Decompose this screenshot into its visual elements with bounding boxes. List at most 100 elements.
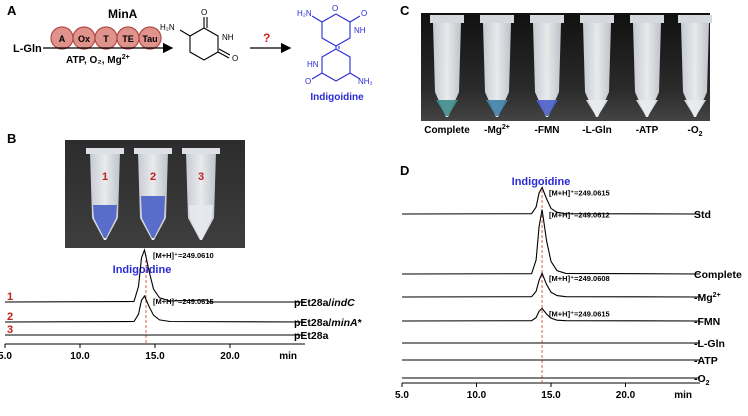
tube-cap	[480, 15, 514, 23]
x-tick-label: 15.0	[541, 390, 561, 401]
tube-label: 1	[102, 171, 108, 183]
trace-label-italic: minA	[331, 317, 357, 329]
panel-a: A MinA A Ox T TE Tau L-Gln ATP, O₂, Mg2+…	[7, 3, 373, 103]
trace-label: pEt28a/indC	[294, 297, 355, 309]
tube-liquid	[684, 100, 706, 116]
domain-label: TE	[122, 34, 134, 44]
trace-label: pEt28a	[294, 330, 329, 342]
trace-line	[401, 186, 701, 215]
panel-d-letter: D	[400, 163, 409, 178]
trace-label: -ATP	[694, 355, 718, 367]
tube-label: -Mg2+	[484, 124, 510, 136]
tube-label: Complete	[424, 125, 470, 136]
tube-label: -O2	[687, 125, 702, 138]
question-mark: ?	[263, 31, 270, 45]
trace-label-sup: 2+	[713, 292, 721, 299]
x-tick-label: 5.0	[395, 390, 409, 401]
tube-label: -ATP	[636, 125, 659, 136]
trace-label-text: pEt28a/	[294, 297, 331, 309]
trace-label: Std	[694, 209, 711, 221]
domain-label: Tau	[142, 34, 157, 44]
trace-label: pEt28a/minA*	[294, 317, 363, 329]
tube-body	[633, 23, 661, 117]
trace-label: -Mg2+	[694, 292, 721, 304]
tubes-photo-b: 1 2 3	[65, 140, 245, 248]
tube-body	[681, 23, 709, 117]
tube-liquid	[436, 100, 458, 116]
tube-cap	[530, 15, 564, 23]
trace-label-text: -Mg	[694, 292, 713, 304]
tube-c-1	[430, 15, 464, 117]
tube-label: 2	[150, 171, 156, 183]
tube-label-text: Complete	[424, 125, 470, 136]
tube-b-1	[86, 148, 124, 240]
indigoidine-structure	[311, 13, 361, 82]
tube-cap	[580, 15, 614, 23]
trace-label-text: -O	[694, 373, 706, 385]
mass-label: [M+H]⁺=249.0610	[153, 251, 214, 260]
trace-label: -O2	[694, 373, 710, 387]
tube-c-4	[580, 15, 614, 117]
tube-liquid	[536, 100, 558, 116]
panel-c-letter: C	[400, 3, 410, 18]
x-tick-label: 5.0	[0, 351, 12, 362]
substrate-label: L-Gln	[13, 43, 42, 55]
cofactors-label: ATP, O₂, Mg2+	[66, 54, 130, 66]
x-tick-label: 20.0	[220, 351, 240, 362]
trace-label-text: Std	[694, 209, 711, 221]
mass-label: [M+H]⁺=249.0615	[153, 297, 214, 306]
trace-label-text: pEt28a/	[294, 317, 331, 329]
tube-label-text: -ATP	[636, 125, 659, 136]
tubes-photo-c	[421, 13, 710, 121]
panel-a-letter: A	[7, 3, 17, 18]
tube-cap	[430, 15, 464, 23]
tube-b-3	[182, 148, 220, 240]
domain-beads: A Ox T TE Tau	[50, 26, 162, 50]
x-tick-label: 10.0	[70, 351, 90, 362]
tube-label-script: 2+	[502, 124, 510, 131]
trace-label: -FMN	[694, 316, 720, 328]
trace-line	[401, 307, 701, 322]
atom-label: HN	[307, 60, 319, 69]
tube-liquid	[486, 100, 508, 116]
tube-cap	[678, 15, 712, 23]
x-tick-label: 15.0	[145, 351, 165, 362]
trace-line	[401, 271, 701, 298]
tube-c-6	[678, 15, 712, 117]
trace-label: Complete	[694, 269, 742, 281]
trace-label-text: -ATP	[694, 355, 718, 367]
domain-bead-5	[138, 26, 162, 50]
peak-title: Indigoidine	[512, 176, 571, 188]
trace-label-text: pEt28a	[294, 330, 329, 342]
enzyme-name: MinA	[108, 7, 138, 21]
x-axis-label: min	[674, 390, 692, 401]
tube-body	[583, 23, 611, 117]
trace-number: 2	[7, 311, 13, 323]
atom-label: O	[232, 54, 238, 63]
tube-liquid	[586, 100, 608, 116]
trace-line	[4, 294, 306, 323]
tube-body	[533, 23, 561, 117]
mass-label: [M+H]⁺=249.0615	[549, 188, 610, 197]
trace-label-text: Complete	[694, 269, 742, 281]
trace-line	[4, 248, 305, 303]
atom-label: NH	[354, 26, 366, 35]
mass-label: [M+H]⁺=249.0615	[549, 309, 610, 318]
trace-label-text: -L-Gln	[694, 338, 725, 350]
x-tick-label: 20.0	[616, 390, 636, 401]
trace-number: 1	[7, 291, 13, 303]
tube-body	[483, 23, 511, 117]
peak-title: Indigoidine	[113, 264, 172, 276]
atom-label: NH	[222, 33, 234, 42]
domain-label: T	[103, 34, 109, 44]
tube-liquid	[636, 100, 658, 116]
atom-label: O	[305, 77, 311, 86]
tube-label: -FMN	[535, 125, 560, 136]
trace-label-suffix: *	[358, 317, 363, 329]
atom-label: O	[201, 8, 207, 17]
tube-c-5	[630, 15, 664, 117]
tubes-c: Complete-Mg2+-FMN-L-Gln-ATP-O2	[424, 15, 712, 138]
